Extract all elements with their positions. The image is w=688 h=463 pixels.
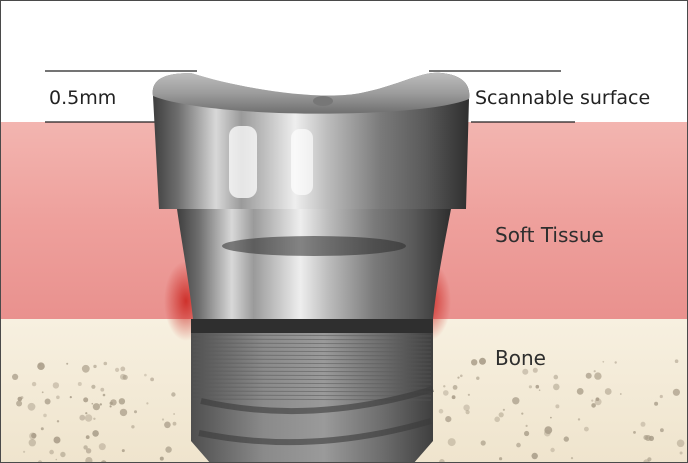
implant-junction [191, 319, 433, 333]
highlight-right [291, 129, 313, 195]
highlight-left [229, 126, 257, 198]
abutment-collar [177, 209, 451, 319]
collar-shadow-band [222, 236, 406, 256]
screw-access-hole [313, 96, 333, 106]
bone-label: Bone [495, 346, 546, 370]
implant-body [191, 331, 433, 463]
thickness-label: 0.5mm [49, 87, 116, 109]
scannable-surface-label: Scannable surface [475, 87, 650, 109]
soft-tissue-label: Soft Tissue [495, 223, 604, 247]
